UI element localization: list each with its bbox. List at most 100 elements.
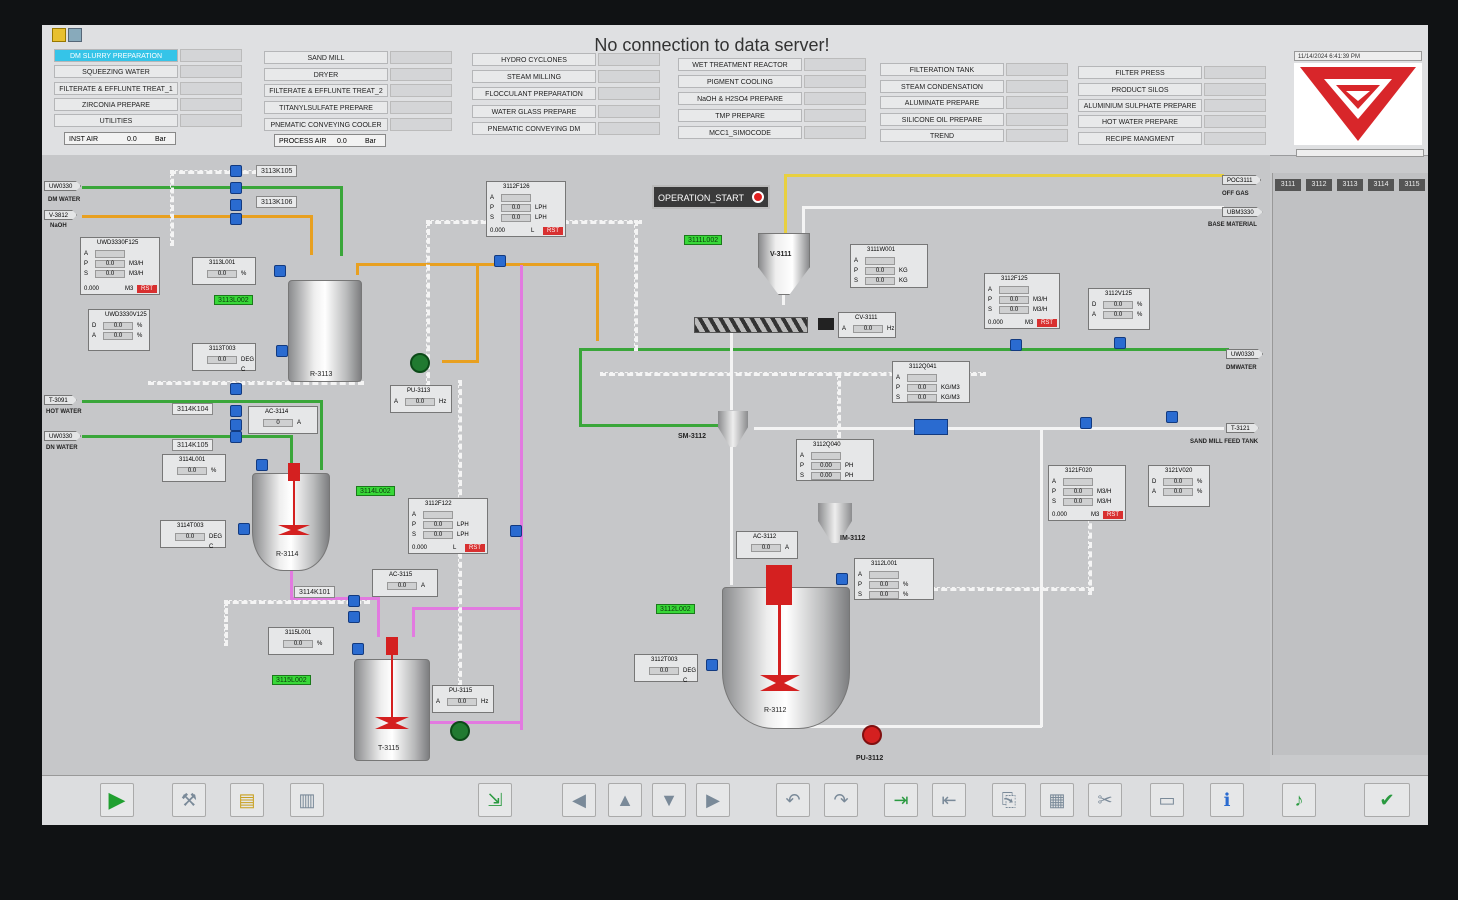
tab-3114[interactable]: 3114 — [1368, 179, 1394, 191]
menu-item[interactable]: ALUMINIUM SULPHATE PREPARE — [1078, 99, 1202, 112]
menu-item[interactable]: STEAM MILLING — [472, 70, 596, 83]
print-icon[interactable]: ▭ — [1150, 783, 1184, 817]
panel-value[interactable] — [95, 250, 125, 258]
pump-pu3113[interactable] — [410, 353, 430, 373]
panel-value[interactable]: 0.0 — [907, 384, 937, 392]
valve[interactable] — [276, 345, 288, 357]
panel-value[interactable]: 0.0 — [907, 394, 937, 402]
menu-item[interactable]: FILTERATE & EFFLUNTE TREAT_1 — [54, 82, 178, 95]
panel-value[interactable]: 0.0 — [865, 277, 895, 285]
panel-value[interactable]: 0.0 — [501, 214, 531, 222]
panel-value[interactable]: 0.0 — [103, 332, 133, 340]
operation-start-button[interactable]: OPERATION_START — [652, 185, 770, 209]
home-icon[interactable] — [52, 28, 66, 42]
menu-item[interactable]: HOT WATER PREPARE — [1078, 115, 1202, 128]
menu-item[interactable]: DM SLURRY PREPARATION — [54, 49, 178, 62]
panel-value[interactable]: 0.0 — [207, 270, 237, 278]
valve-3113k106[interactable] — [230, 199, 242, 211]
panel-value[interactable] — [907, 374, 937, 382]
stream-t3091[interactable]: T-3091 — [44, 395, 77, 405]
panel-value[interactable] — [501, 194, 531, 202]
valve[interactable] — [230, 383, 242, 395]
pump-pu3112[interactable] — [862, 725, 882, 745]
panel-value[interactable]: 0.0 — [207, 356, 237, 364]
panel-value[interactable]: 0.0 — [423, 531, 453, 539]
reactor-r3114[interactable] — [252, 473, 330, 571]
valve[interactable] — [238, 523, 250, 535]
panel-value[interactable]: 0.0 — [1103, 301, 1133, 309]
arrow-down-icon[interactable]: ▼ — [652, 783, 686, 817]
panel-value[interactable]: 0.00 — [811, 462, 841, 470]
menu-item[interactable]: FILTER PRESS — [1078, 66, 1202, 79]
panel-value[interactable]: 0 — [263, 419, 293, 427]
panel-value[interactable]: 0.0 — [423, 521, 453, 529]
panel-value[interactable]: 0.00 — [811, 472, 841, 480]
valve[interactable] — [230, 419, 242, 431]
stream-t3121[interactable]: T-3121 — [1226, 423, 1259, 433]
export-icon[interactable]: ⇲ — [478, 783, 512, 817]
panel-value[interactable]: 0.0 — [649, 667, 679, 675]
menu-item[interactable]: TREND — [880, 129, 1004, 142]
arrow-up-icon[interactable]: ▲ — [608, 783, 642, 817]
reset-button[interactable]: RST — [1037, 319, 1057, 327]
valve[interactable] — [230, 213, 242, 225]
panel-value[interactable]: 0.0 — [1063, 488, 1093, 496]
panel-value[interactable] — [1063, 478, 1093, 486]
info-icon[interactable]: ℹ — [1210, 783, 1244, 817]
reset-button[interactable]: RST — [465, 544, 485, 552]
folder-icon[interactable]: ▤ — [230, 783, 264, 817]
menu-item[interactable]: FILTERATION TANK — [880, 63, 1004, 76]
panel-value[interactable]: 0.0 — [501, 204, 531, 212]
tool-icon[interactable] — [68, 28, 82, 42]
panel-value[interactable]: 0.0 — [447, 698, 477, 706]
panel-value[interactable]: 0.0 — [751, 544, 781, 552]
menu-item[interactable]: ZIRCONIA PREPARE — [54, 98, 178, 111]
valve[interactable] — [230, 182, 242, 194]
menu-item[interactable]: NaOH & H2SO4 PREPARE — [678, 92, 802, 105]
copy-icon[interactable]: ⎘ — [992, 783, 1026, 817]
play-icon[interactable]: ▶ — [100, 783, 134, 817]
sound-icon[interactable]: ♪ — [1282, 783, 1316, 817]
panel-value[interactable] — [865, 257, 895, 265]
menu-item[interactable]: SQUEEZING WATER — [54, 65, 178, 78]
stream-uw0330-b[interactable]: UW0330 — [44, 431, 82, 441]
tab-3113[interactable]: 3113 — [1337, 179, 1363, 191]
flowmeter[interactable] — [914, 419, 948, 435]
panel-value[interactable]: 0.0 — [869, 591, 899, 599]
panel-value[interactable]: 0.0 — [405, 398, 435, 406]
stream-poc3111[interactable]: POC3111 — [1222, 175, 1262, 185]
menu-item[interactable]: FLOCCULANT PREPARATION — [472, 87, 596, 100]
screw-conveyor[interactable] — [694, 317, 808, 333]
valve[interactable] — [1114, 337, 1126, 349]
valve-3113k105[interactable] — [230, 165, 242, 177]
menu-item[interactable]: SAND MILL — [264, 51, 388, 64]
menu-item[interactable]: UTILITIES — [54, 114, 178, 127]
panel-value[interactable]: 0.0 — [103, 322, 133, 330]
reset-button[interactable]: RST — [137, 285, 157, 293]
panel-value[interactable]: 0.0 — [95, 270, 125, 278]
logout-icon[interactable]: ⇤ — [932, 783, 966, 817]
panel-value[interactable]: 0.0 — [177, 467, 207, 475]
panel-value[interactable]: 0.0 — [95, 260, 125, 268]
separator-sm3112[interactable] — [718, 411, 748, 447]
panel-value[interactable]: 0.0 — [869, 581, 899, 589]
panel-value[interactable]: 0.0 — [999, 296, 1029, 304]
reactor-r3112[interactable] — [722, 587, 850, 729]
reset-button[interactable]: RST — [1103, 511, 1123, 519]
